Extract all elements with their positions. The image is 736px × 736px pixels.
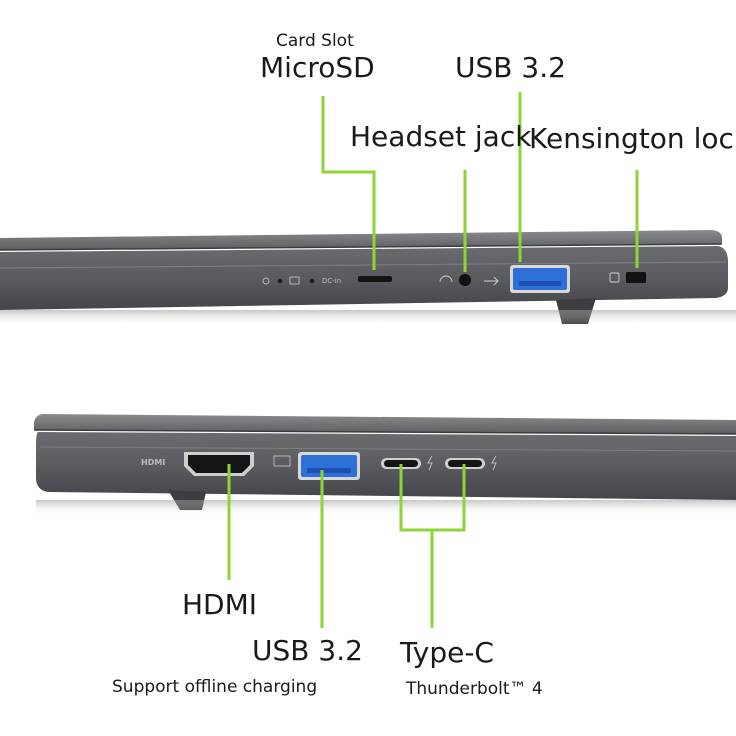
typec-label: Type-C: [400, 636, 494, 669]
hdmi-marking: HDMI: [141, 458, 166, 467]
usb-symbol-icon: [484, 276, 499, 286]
callout-lines: [227, 92, 639, 628]
lock-icon: [609, 272, 620, 283]
card-slot-caption: Card Slot: [276, 31, 354, 51]
top-usb-label: USB 3.2: [455, 51, 566, 84]
microsd-slot: [358, 276, 392, 282]
bottom-lid: [34, 414, 736, 434]
bottom-usb-symbol-icon: [273, 455, 291, 467]
microsd-callout: [321, 96, 376, 270]
thunderbolt-caption: Thunderbolt™ 4: [406, 679, 543, 699]
bottom-laptop: [33, 414, 736, 516]
microsd-label: MicroSD: [260, 51, 375, 84]
top-seam: [0, 243, 723, 251]
bottom-usb-label: USB 3.2: [252, 634, 363, 667]
status-indicators: [262, 276, 315, 285]
thunderbolt-icon-1: [427, 455, 433, 471]
hdmi-label: HDMI: [182, 588, 258, 621]
dc-in-marking: DC-in: [322, 277, 342, 285]
headset-icon: [439, 275, 453, 283]
headset-jack: [459, 274, 471, 286]
thunderbolt-icon-2: [491, 455, 497, 471]
kensington-slot: [626, 272, 646, 283]
top-laptop: [0, 230, 736, 326]
kensington-label: Kensington lock: [529, 122, 736, 155]
usb-charging-caption: Support offline charging: [112, 677, 318, 697]
headset-label: Headset jack: [350, 120, 532, 153]
